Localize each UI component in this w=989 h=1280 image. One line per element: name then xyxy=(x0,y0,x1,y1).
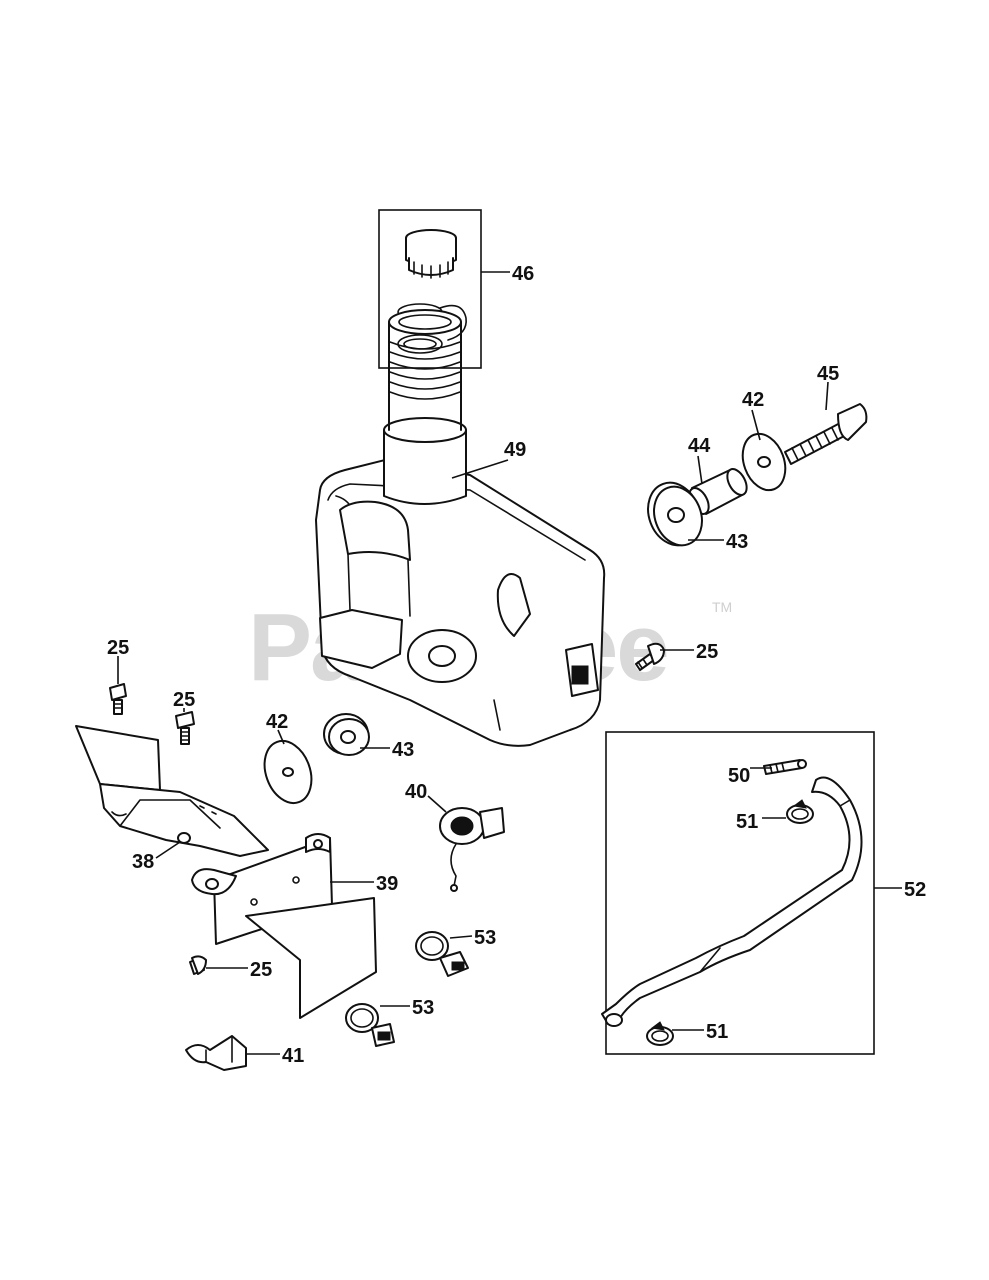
callout-50: 50 xyxy=(728,765,750,787)
part-42-washer-lower[interactable] xyxy=(256,734,319,809)
part-53-clamp-upper[interactable] xyxy=(415,931,469,977)
callout-25-left-a: 25 xyxy=(107,637,129,659)
callouts: 46 49 45 42 44 43 25 25 25 42 43 40 38 3… xyxy=(107,263,926,1067)
part-53-clamp-lower[interactable] xyxy=(345,1003,395,1047)
part-38-shield[interactable] xyxy=(75,725,269,857)
callout-38: 38 xyxy=(132,851,154,873)
callout-42-top: 42 xyxy=(742,389,764,411)
part-49-fuel-tank[interactable] xyxy=(315,309,606,747)
callout-25-lower: 25 xyxy=(250,959,272,981)
callout-51-lower: 51 xyxy=(706,1021,728,1043)
callout-44: 44 xyxy=(688,435,711,457)
callout-46: 46 xyxy=(512,263,534,285)
part-43-grommet-top[interactable] xyxy=(640,475,710,552)
callout-42-lower: 42 xyxy=(266,711,288,733)
part-52-fuel-hose[interactable] xyxy=(601,776,863,1027)
callout-49: 49 xyxy=(504,439,526,461)
part-40-fuel-valve[interactable] xyxy=(439,807,505,892)
part-25-screw-lower[interactable] xyxy=(189,955,207,975)
part-50-filter[interactable] xyxy=(763,759,807,775)
callout-39: 39 xyxy=(376,873,398,895)
callout-51-upper: 51 xyxy=(736,811,758,833)
part-25-screw-left-a[interactable] xyxy=(109,683,127,715)
part-51-hose-clamp-lower[interactable] xyxy=(646,1021,674,1046)
part-51-hose-clamp-upper[interactable] xyxy=(786,799,814,824)
callout-25-tank: 25 xyxy=(696,641,718,663)
watermark-trademark: TM xyxy=(712,599,732,615)
leader-lines xyxy=(117,271,902,1055)
callout-52: 52 xyxy=(904,879,926,901)
callout-43-lower: 43 xyxy=(392,739,414,761)
part-46-fuel-cap-kit[interactable] xyxy=(378,209,482,369)
part-41-clip[interactable] xyxy=(185,1035,247,1071)
part-46-frame xyxy=(378,209,482,369)
callout-25-left-b: 25 xyxy=(173,689,195,711)
part-43-grommet-lower[interactable] xyxy=(323,713,370,756)
part-42-washer-top[interactable] xyxy=(735,428,792,496)
callout-43-top: 43 xyxy=(726,531,748,553)
callout-53-upper: 53 xyxy=(474,927,496,949)
callout-41: 41 xyxy=(282,1045,304,1067)
callout-53-lower: 53 xyxy=(412,997,434,1019)
part-39-bracket[interactable] xyxy=(191,833,377,1019)
part-25-screw-left-b[interactable] xyxy=(175,711,195,745)
part-52-frame xyxy=(605,731,875,1055)
callout-45: 45 xyxy=(817,363,839,385)
part-45-bolt[interactable] xyxy=(784,403,868,465)
callout-40: 40 xyxy=(405,781,427,803)
